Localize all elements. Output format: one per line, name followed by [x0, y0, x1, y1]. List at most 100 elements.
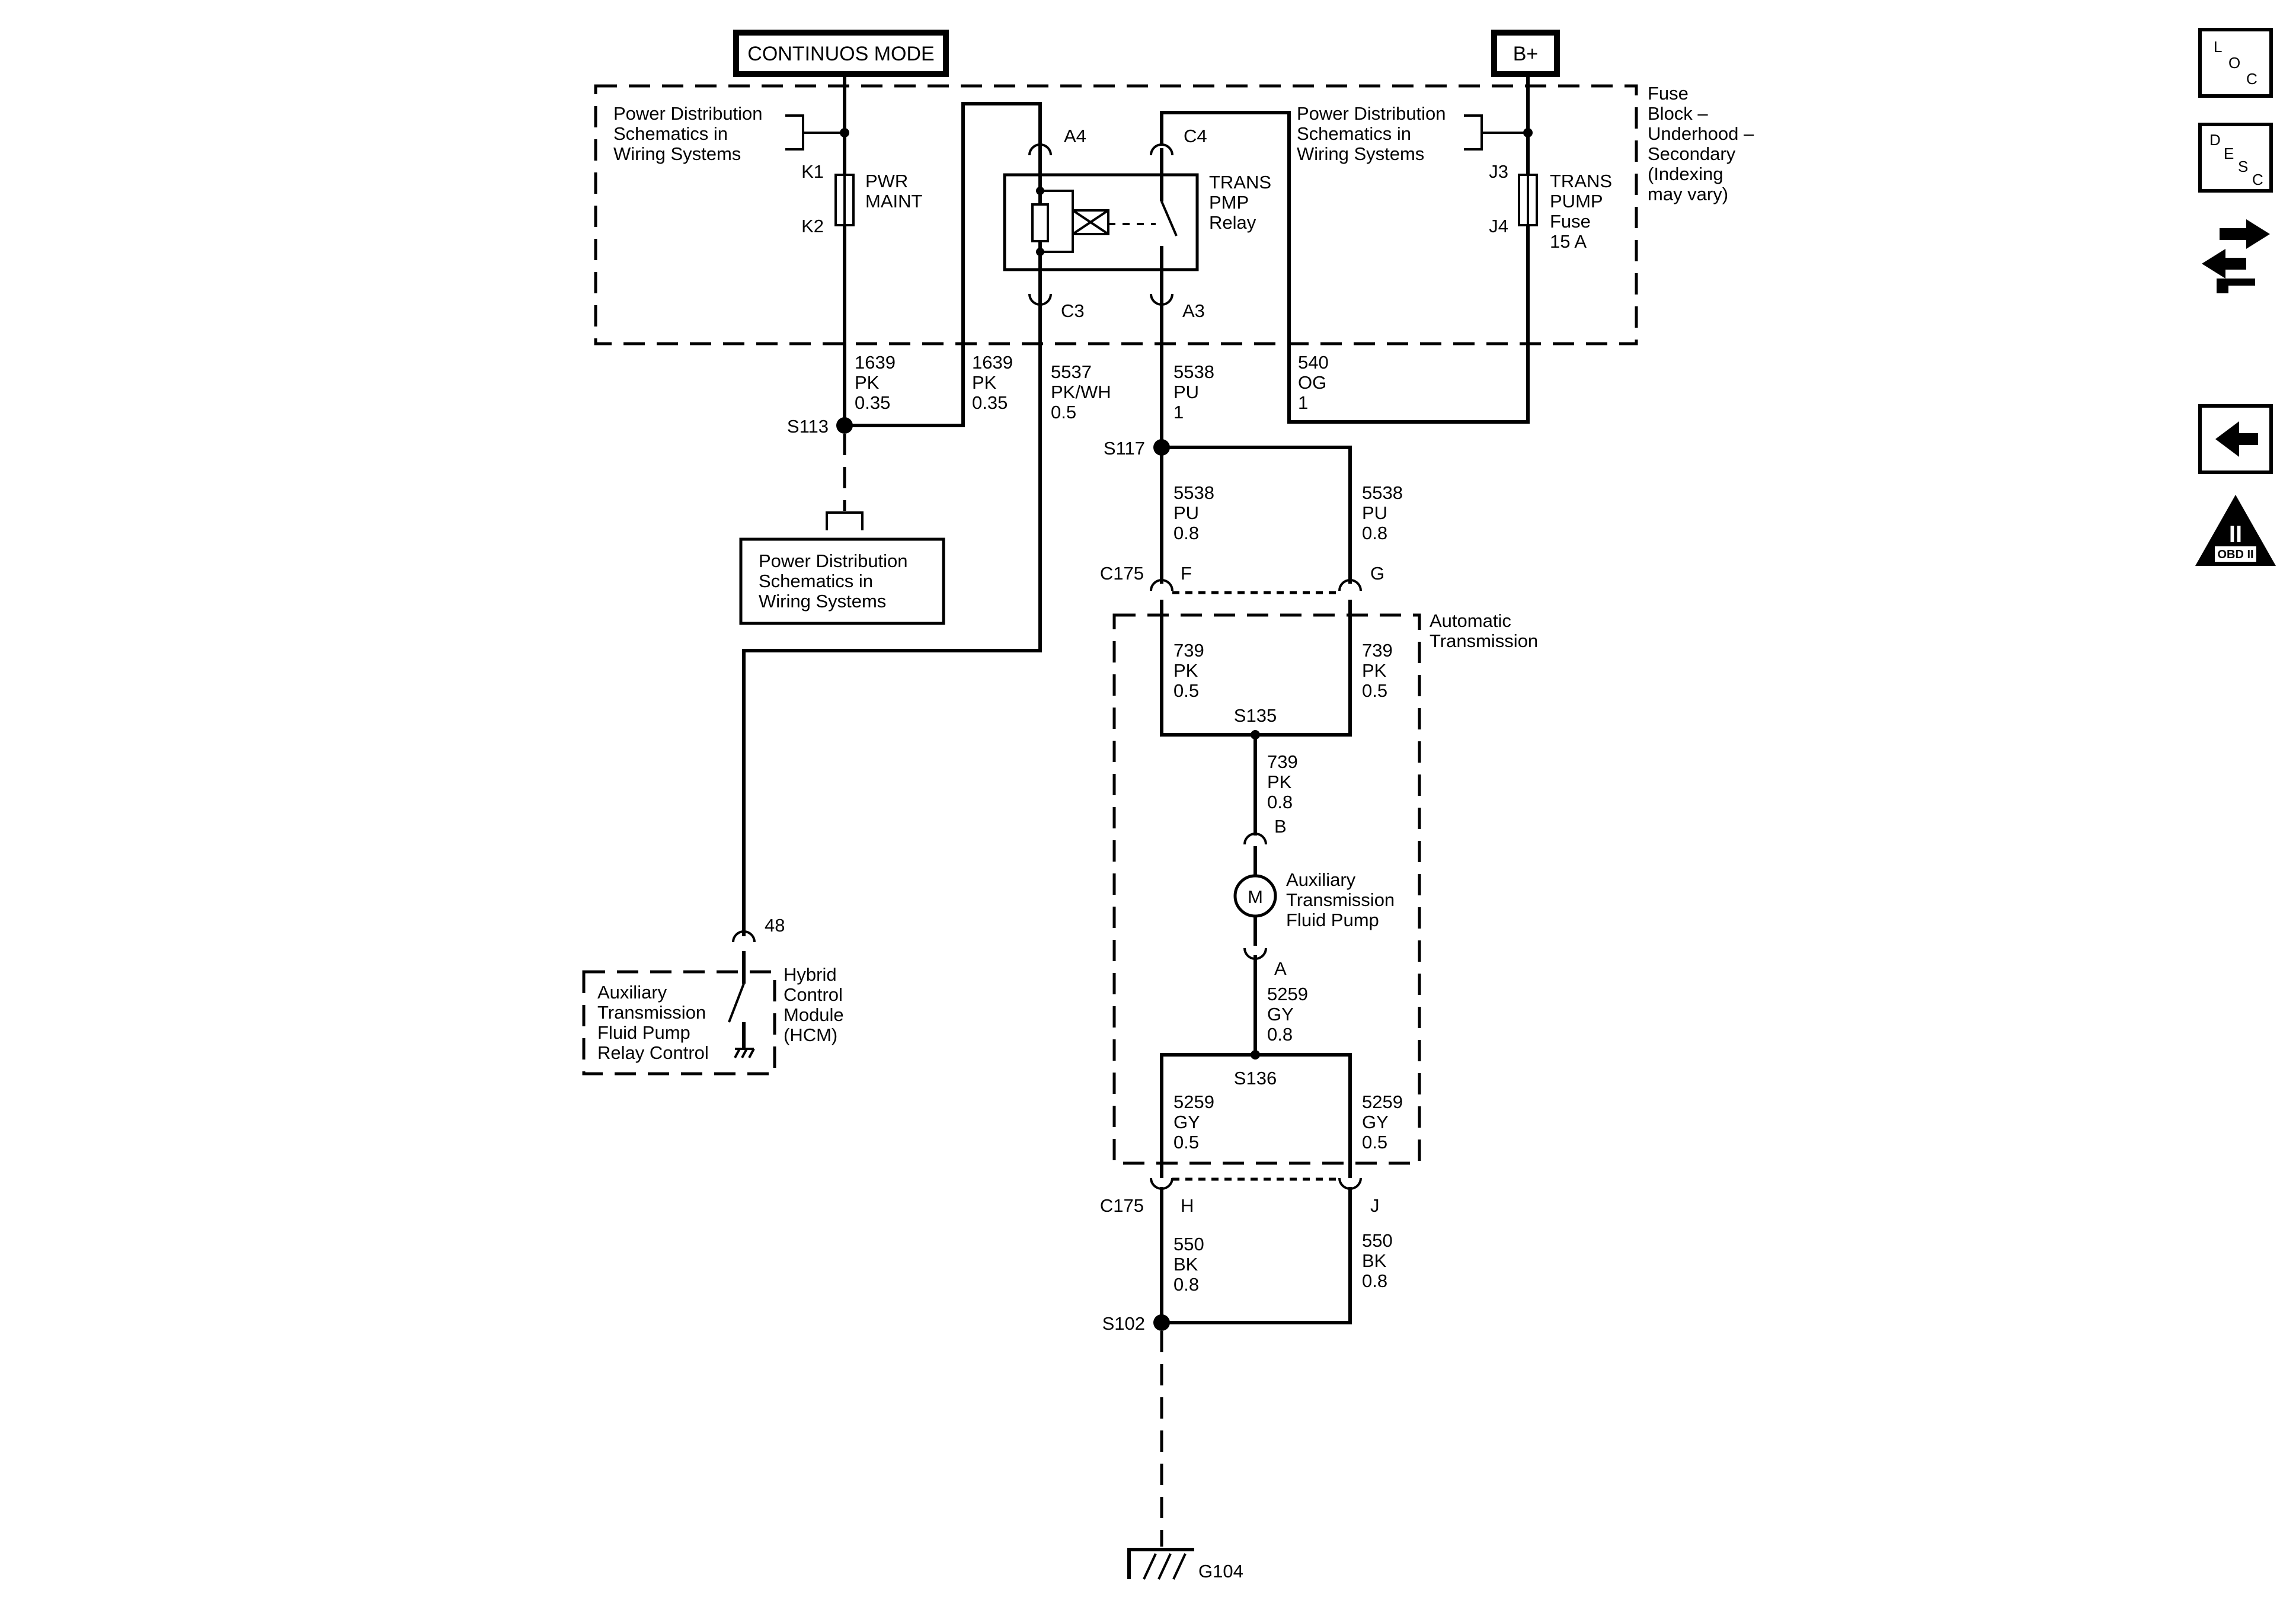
svg-text:5537: 5537	[1051, 361, 1092, 382]
svg-text:(HCM): (HCM)	[784, 1025, 837, 1045]
wire-label-739-b: 739 PK 0.5	[1362, 640, 1393, 701]
svg-text:Schematics in: Schematics in	[759, 571, 873, 591]
svg-text:L: L	[2214, 38, 2222, 56]
svg-text:5538: 5538	[1362, 482, 1403, 503]
svg-text:G: G	[1370, 563, 1384, 584]
wire-5537	[742, 302, 1042, 936]
svg-text:GY: GY	[1362, 1112, 1389, 1132]
svg-text:Fuse: Fuse	[1550, 211, 1591, 232]
svg-text:C175: C175	[1100, 1195, 1144, 1216]
svg-text:PU: PU	[1362, 502, 1387, 523]
svg-text:S: S	[2238, 158, 2248, 175]
svg-text:B: B	[1274, 816, 1287, 837]
svg-text:may vary): may vary)	[1648, 184, 1728, 204]
bplus-header: B+	[1491, 30, 1560, 77]
svg-text:M: M	[1248, 886, 1263, 907]
svg-text:B+: B+	[1513, 43, 1539, 65]
svg-text:Relay: Relay	[1209, 212, 1256, 233]
svg-text:0.8: 0.8	[1267, 792, 1293, 812]
back-arrow-button[interactable]	[2198, 404, 2273, 474]
svg-text:E: E	[2224, 145, 2234, 162]
svg-text:H: H	[1181, 1195, 1194, 1216]
svg-text:Transmission: Transmission	[597, 1002, 706, 1023]
svg-text:739: 739	[1173, 640, 1204, 661]
pwr-maint-fuse: K1 K2 PWR MAINT	[801, 74, 923, 425]
svg-text:0.5: 0.5	[1362, 1132, 1387, 1153]
svg-text:PK: PK	[972, 372, 997, 393]
svg-text:BK: BK	[1362, 1250, 1387, 1271]
wire-label-5538-c: 5538 PU 0.8	[1362, 482, 1403, 543]
fuse-block-title: Fuse Block – Underhood – Secondary (Inde…	[1648, 83, 1754, 204]
svg-text:0.5: 0.5	[1173, 1132, 1199, 1153]
svg-text:48: 48	[765, 915, 785, 936]
wire-label-5259-c: 5259 GY 0.5	[1362, 1092, 1403, 1153]
relay-pin-c4: C4	[1150, 126, 1207, 156]
svg-text:S136: S136	[1234, 1068, 1277, 1089]
splice-s136: S136	[1234, 1050, 1277, 1089]
svg-text:(Indexing: (Indexing	[1648, 164, 1723, 184]
svg-text:Block –: Block –	[1648, 103, 1708, 124]
svg-text:MAINT: MAINT	[865, 191, 923, 212]
svg-text:PK: PK	[1362, 660, 1387, 681]
svg-text:Fluid Pump: Fluid Pump	[597, 1022, 690, 1043]
svg-text:PK: PK	[855, 372, 880, 393]
svg-text:5538: 5538	[1173, 361, 1214, 382]
svg-text:Module: Module	[784, 1004, 844, 1025]
desc-button[interactable]: D E S C	[2198, 123, 2273, 193]
wire-1639-feed	[845, 102, 1042, 427]
splice-s135: S135	[1234, 705, 1277, 740]
svg-text:Schematics in: Schematics in	[1297, 123, 1411, 144]
svg-text:5259: 5259	[1267, 984, 1308, 1004]
svg-text:1639: 1639	[855, 352, 896, 373]
svg-text:Auxiliary: Auxiliary	[597, 982, 667, 1003]
svg-text:Fluid Pump: Fluid Pump	[1286, 910, 1379, 930]
svg-text:0.8: 0.8	[1362, 1270, 1387, 1291]
svg-text:TRANS: TRANS	[1550, 171, 1612, 191]
svg-text:Automatic: Automatic	[1430, 610, 1511, 631]
svg-text:Hybrid: Hybrid	[784, 964, 837, 985]
svg-text:C4: C4	[1184, 126, 1207, 146]
svg-text:1639: 1639	[972, 352, 1013, 373]
fuse-block-right-ref: Power Distribution Schematics in Wiring …	[1297, 103, 1528, 164]
svg-text:Control: Control	[784, 984, 843, 1005]
svg-text:0.5: 0.5	[1051, 402, 1076, 422]
relay-pin-c3: C3	[1028, 293, 1085, 321]
connector-wrench-icon[interactable]	[2202, 219, 2270, 293]
wire-550-loop	[1160, 1187, 1352, 1324]
svg-text:C3: C3	[1061, 300, 1085, 321]
lower-ref-box: Power Distribution Schematics in Wiring …	[739, 537, 945, 625]
svg-text:0.8: 0.8	[1173, 523, 1199, 543]
svg-text:BK: BK	[1173, 1254, 1198, 1275]
svg-text:Wiring Systems: Wiring Systems	[1297, 143, 1424, 164]
svg-text:Power Distribution: Power Distribution	[759, 550, 908, 571]
svg-text:0.5: 0.5	[1173, 680, 1199, 701]
svg-text:Transmission: Transmission	[1430, 630, 1538, 651]
loc-button[interactable]: L O C	[2198, 28, 2273, 98]
wire-label-5259-a: 5259 GY 0.8	[1267, 984, 1308, 1045]
svg-text:C: C	[2252, 171, 2263, 188]
svg-text:0.8: 0.8	[1267, 1024, 1293, 1045]
splice-s117: S117	[1104, 438, 1170, 459]
svg-text:II: II	[2229, 521, 2242, 548]
svg-text:550: 550	[1173, 1234, 1204, 1254]
svg-text:Fuse: Fuse	[1648, 83, 1689, 104]
svg-text:S117: S117	[1104, 438, 1145, 459]
svg-text:739: 739	[1362, 640, 1393, 661]
svg-text:5259: 5259	[1362, 1092, 1403, 1112]
svg-text:Power Distribution: Power Distribution	[613, 103, 763, 124]
svg-text:OG: OG	[1298, 372, 1326, 393]
svg-text:739: 739	[1267, 751, 1298, 772]
wire-label-550-a: 550 BK 0.8	[1173, 1234, 1204, 1295]
svg-text:TRANS: TRANS	[1209, 172, 1271, 193]
wire-label-1639-b: 1639 PK 0.35	[972, 352, 1013, 413]
svg-text:A3: A3	[1182, 300, 1205, 321]
aux-trans-fluid-pump: B M A Auxiliary Transmission Fluid Pump	[1233, 816, 1395, 979]
obd-ii-icon[interactable]: II OBD II	[2195, 495, 2276, 566]
svg-text:Power Distribution: Power Distribution	[1297, 103, 1446, 124]
svg-text:0.8: 0.8	[1362, 523, 1387, 543]
wire-label-5538-b: 5538 PU 0.8	[1173, 482, 1214, 543]
wire-label-1639-a: 1639 PK 0.35	[855, 352, 896, 413]
svg-text:1: 1	[1173, 402, 1184, 422]
svg-text:0.8: 0.8	[1173, 1274, 1199, 1295]
